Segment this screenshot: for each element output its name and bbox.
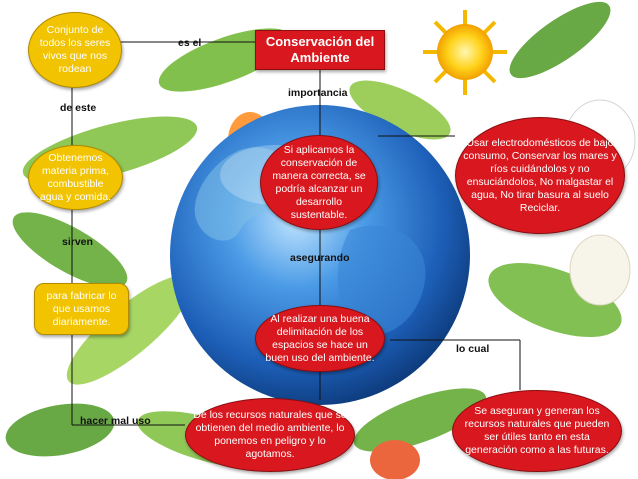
- link-label-sirven: sirven: [62, 236, 93, 248]
- link-label-lo-cual: lo cual: [456, 343, 490, 355]
- node-se-aseguran: Se aseguran y generan los recursos natur…: [452, 390, 622, 472]
- node-al-realizar: Al realizar una buena delimitación de lo…: [255, 305, 385, 372]
- link-label-importancia: importancia: [288, 87, 348, 99]
- node-de-los-recursos: De los recursos naturales que se obtiene…: [185, 398, 355, 472]
- node-conjunto: Conjunto de todos los seres vivos que no…: [28, 12, 122, 88]
- node-usar: Usar electrodomésticos de bajo consumo, …: [455, 117, 625, 234]
- node-si-aplicamos: Si aplicamos la conservación de manera c…: [260, 135, 378, 230]
- connector-lines: [71, 41, 521, 426]
- sun-icon: [423, 10, 507, 95]
- node-fabricar: para fabricar lo que usamos diariamente.: [34, 283, 129, 335]
- node-obtenemos: Obtenemos materia prima, combustible agu…: [28, 145, 123, 210]
- page-title: Conservación del Ambiente: [255, 30, 385, 70]
- link-label-es-el: es el: [178, 37, 202, 49]
- link-label-de-este: de este: [60, 102, 97, 114]
- link-label-hacer-mal-uso: hacer mal uso: [80, 415, 151, 427]
- link-label-asegurando: asegurando: [290, 252, 350, 264]
